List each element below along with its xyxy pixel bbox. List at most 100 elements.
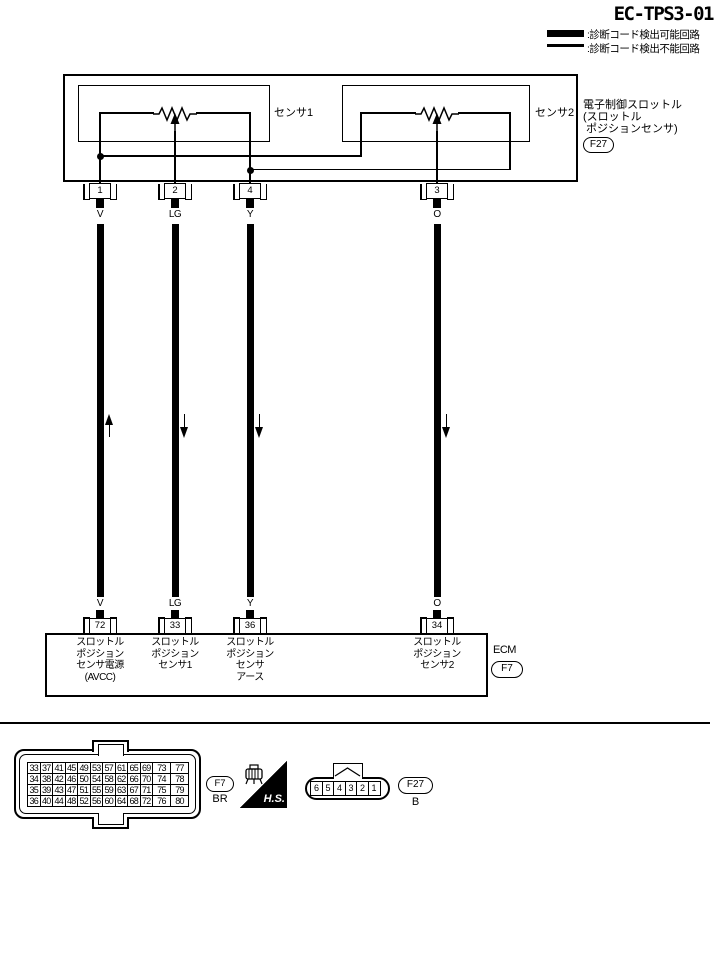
f7-grid-cell: 68 (127, 795, 141, 807)
f27-footer-badge: F27 (398, 777, 433, 794)
hs-badge-label: H.S. (263, 793, 285, 805)
ecm-pin-33-number: 33 (164, 618, 186, 634)
f7-grid-cell: 42 (52, 773, 66, 785)
f7-grid-cell: 51 (77, 784, 91, 796)
top-pin-2: 2 (155, 183, 195, 229)
ecm-pin-36-number: 36 (239, 618, 261, 634)
footer-separator (0, 722, 710, 724)
potentiometer1-icon (153, 106, 197, 132)
ecm-func-ground: スロットル ポジション センサ アース (226, 637, 274, 683)
legend-detectable-bar (547, 30, 584, 37)
f7-grid-cell: 59 (102, 784, 116, 796)
f7-bottom-tab-inner (97, 813, 124, 825)
f7-grid-cell: 64 (114, 795, 128, 807)
junction-dot-pin4 (246, 166, 254, 174)
f7-grid-cell: 41 (52, 762, 66, 774)
wire-color-o-bottom: O (433, 598, 441, 609)
f7-grid-cell: 73 (152, 762, 171, 774)
top-pin-4: 4 (230, 183, 270, 229)
f7-grid-cell: 60 (102, 795, 116, 807)
f7-grid-cell: 55 (89, 784, 103, 796)
wire-pin1-vertical (99, 112, 101, 184)
top-pin-3-number: 3 (426, 183, 448, 199)
wire-color-v-top: V (96, 209, 104, 220)
f7-grid-cell: 63 (114, 784, 128, 796)
wire-ground-rail (249, 168, 511, 171)
harness-connector-icon (245, 764, 263, 785)
signal-arrow-v (104, 414, 115, 438)
f7-grid-cell: 48 (64, 795, 78, 807)
top-pin-4-number: 4 (239, 183, 261, 199)
f7-grid-cell: 79 (170, 784, 189, 796)
wire-wiper1-vertical (174, 131, 176, 183)
f7-grid-cell: 57 (102, 762, 116, 774)
top-pin-1-number: 1 (89, 183, 111, 199)
signal-arrow-y (254, 414, 265, 438)
harness-wire-v (96, 224, 104, 597)
throttle-unit-label: 電子制御スロットル (スロットル ポジションセンサ) (583, 99, 682, 135)
wire-color-y-top: Y (246, 209, 254, 220)
legend-undetectable-label: :診断コード検出不能回路 (587, 43, 700, 55)
ecm-pin-72-number: 72 (89, 618, 111, 634)
harness-wire-o (433, 224, 441, 597)
f7-grid-cell: 58 (102, 773, 116, 785)
wire-pot2-left-lead (360, 112, 417, 114)
f7-grid-cell: 46 (64, 773, 78, 785)
f27-pin-cell: 5 (321, 781, 335, 796)
signal-arrow-o (441, 414, 452, 438)
f7-grid-cell: 45 (64, 762, 78, 774)
wire-pin4-vertical (249, 112, 251, 184)
f7-wire-color: BR (212, 793, 228, 805)
harness-wire-lg (171, 224, 179, 597)
junction-dot-pin1 (96, 152, 104, 160)
legend-detectable-label: :診断コード検出可能回路 (587, 29, 700, 41)
ecm-pin-34-number: 34 (426, 618, 448, 634)
f7-grid-cell: 40 (39, 795, 53, 807)
f7-grid-cell: 39 (39, 784, 53, 796)
sensor2-box (342, 85, 530, 142)
wire-pot1-right-lead (196, 112, 251, 114)
page-title: EC-TPS3-01 (613, 3, 715, 25)
f27-top-tab (333, 763, 363, 779)
hs-badge: H.S. (240, 761, 287, 808)
f7-grid-cell: 66 (127, 773, 141, 785)
connector-f7-badge: F7 (491, 661, 523, 678)
sensor1-box (78, 85, 270, 142)
f7-grid-cell: 52 (77, 795, 91, 807)
f27-pin-cell: 1 (367, 781, 381, 796)
wire-color-lg-top: LG (168, 209, 182, 220)
f7-grid-cell: 36 (27, 795, 41, 807)
f7-grid-cell: 77 (170, 762, 189, 774)
wire-avcc-riser (360, 112, 362, 157)
ecm-func-sensor1: スロットル ポジション センサ1 (151, 637, 199, 671)
f7-grid-cell: 78 (170, 773, 189, 785)
f7-grid-cell: 34 (27, 773, 41, 785)
f7-grid-cell: 80 (170, 795, 189, 807)
f7-grid-cell: 35 (27, 784, 41, 796)
wire-ground-riser (509, 112, 511, 171)
f7-grid-cell: 76 (152, 795, 171, 807)
f27-tab-chevron-icon (334, 767, 361, 777)
f7-grid-cell: 71 (139, 784, 153, 796)
sensor1-label: センサ1 (274, 107, 314, 119)
wire-pot2-right-lead (458, 112, 510, 114)
f7-grid-cell: 49 (77, 762, 91, 774)
wire-color-lg-bottom: LG (168, 598, 182, 609)
f7-grid-cell: 33 (27, 762, 41, 774)
top-pin-3: 3 (417, 183, 457, 229)
throttle-unit-box (63, 74, 578, 182)
f7-grid-cell: 72 (139, 795, 153, 807)
signal-arrow-lg (179, 414, 190, 438)
ecm-label: ECM (493, 644, 516, 656)
wire-wiper2-vertical (436, 131, 438, 183)
f7-grid-cell: 70 (139, 773, 153, 785)
f7-top-tab-inner (97, 744, 124, 756)
f7-grid-cell: 50 (77, 773, 91, 785)
f27-wire-color: B (411, 796, 420, 808)
f7-grid-cell: 56 (89, 795, 103, 807)
wire-color-y-bottom: Y (246, 598, 254, 609)
legend-undetectable-bar (547, 44, 584, 47)
f7-footer-badge: F7 (206, 776, 234, 792)
top-pin-1: 1 (80, 183, 120, 229)
